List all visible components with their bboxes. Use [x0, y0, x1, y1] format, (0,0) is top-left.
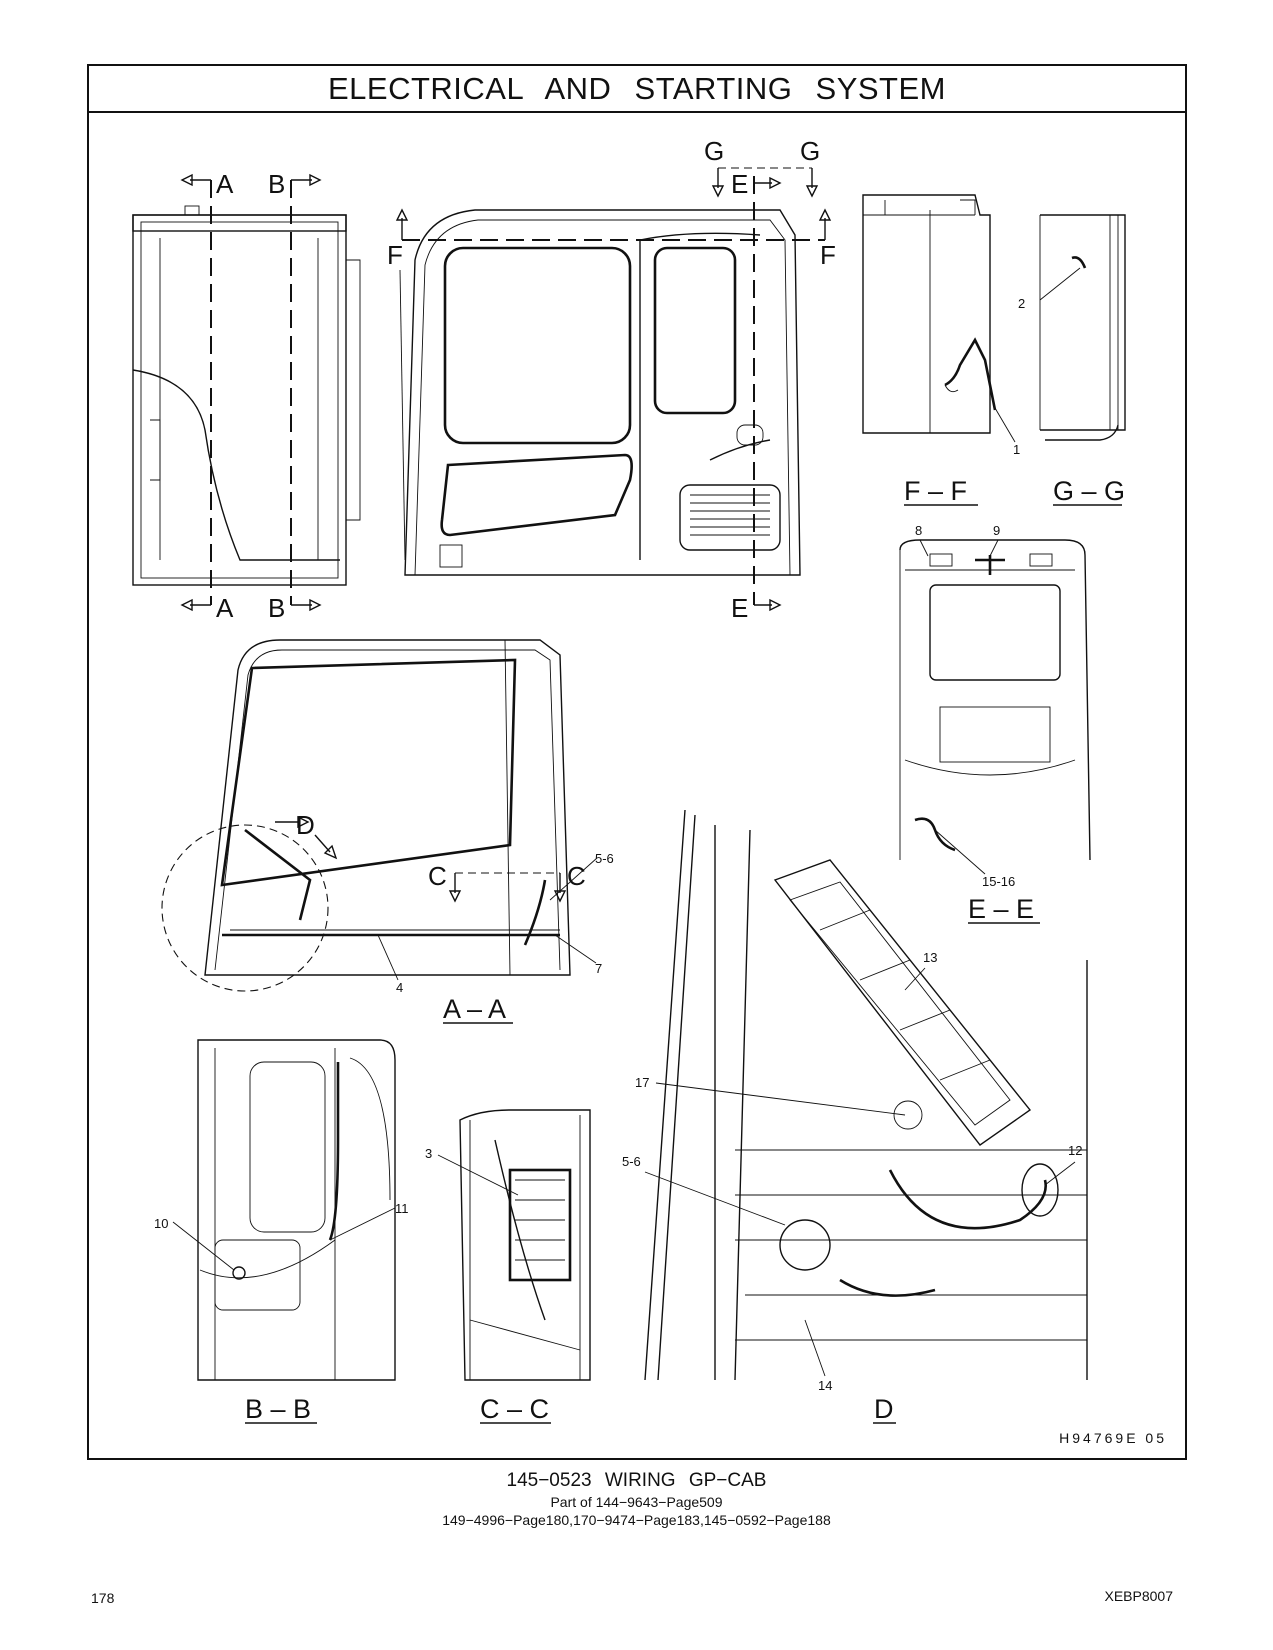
drawing-frame: ELECTRICAL AND STARTING SYSTEM H94769E 0… [87, 64, 1187, 1460]
callout-3: 3 [425, 1146, 432, 1161]
view-e-e: 8 9 15-16 E – E [899, 523, 1091, 924]
view-b-b: 10 11 B – B [154, 1039, 409, 1424]
cut-label-b-top: B [268, 169, 285, 199]
callout-2: 2 [1018, 296, 1025, 311]
section-line-g: G G [704, 136, 820, 198]
page-title: ELECTRICAL AND STARTING SYSTEM [89, 66, 1185, 113]
cut-label-a-top: A [216, 169, 234, 199]
callout-8: 8 [915, 523, 922, 538]
callout-1: 1 [1013, 442, 1020, 457]
cut-label-c-left: C [428, 861, 447, 891]
cut-label-a-bottom: A [216, 593, 234, 623]
section-title-b-b: B – B [245, 1394, 311, 1424]
drawing-id: H94769E 05 [1059, 1430, 1167, 1446]
cut-label-g-left: G [704, 136, 724, 166]
section-title-a-a: A – A [443, 994, 506, 1024]
section-title-g-g: G – G [1053, 476, 1125, 506]
callout-12: 12 [1068, 1143, 1082, 1158]
cut-label-f-right: F [820, 240, 836, 270]
document-code: XEBP8007 [1104, 1588, 1174, 1604]
cut-label-g-right: G [800, 136, 820, 166]
section-title-c-c: C – C [480, 1394, 549, 1424]
section-line-f: F F [387, 208, 836, 270]
view-a-a: D C C 5-6 7 4 A – A [161, 639, 614, 1024]
callout-5-6-a: 5-6 [595, 851, 614, 866]
callout-4: 4 [396, 980, 403, 995]
cut-label-f-left: F [387, 240, 403, 270]
caption-references: 149−4996−Page180,170−9474−Page183,145−05… [442, 1512, 831, 1528]
callout-15-16: 15-16 [982, 874, 1015, 889]
section-title-d: D [874, 1394, 894, 1424]
cab-side-view [399, 209, 801, 576]
cut-label-d: D [296, 810, 315, 840]
section-title-e-e: E – E [968, 894, 1034, 924]
section-line-e: E E [731, 169, 782, 623]
section-line-b: B B [268, 169, 322, 623]
caption-title: 145−0523 WIRING GP−CAB [506, 1470, 767, 1491]
callout-13: 13 [923, 950, 937, 965]
callout-10: 10 [154, 1216, 168, 1231]
callout-14: 14 [818, 1378, 832, 1393]
cut-label-e-bottom: E [731, 593, 748, 623]
view-d-detail: 13 17 12 5-6 14 D [622, 809, 1088, 1424]
cut-label-b-bottom: B [268, 593, 285, 623]
caption-part-of: Part of 144−9643−Page509 [550, 1494, 723, 1510]
callout-5-6-d: 5-6 [622, 1154, 641, 1169]
cab-front-view [132, 205, 361, 586]
callout-7: 7 [595, 961, 602, 976]
page-number: 178 [91, 1590, 115, 1606]
callout-9: 9 [993, 523, 1000, 538]
callout-11: 11 [395, 1201, 409, 1216]
cut-label-e-top: E [731, 169, 748, 199]
section-title-f-f: F – F [904, 476, 967, 506]
callout-17: 17 [635, 1075, 649, 1090]
view-g-g: 2 G – G [1018, 214, 1126, 506]
section-line-a: A A [180, 169, 234, 623]
view-c-c: 3 C – C [425, 1109, 591, 1424]
view-f-f: 1 F – F [862, 194, 1020, 506]
